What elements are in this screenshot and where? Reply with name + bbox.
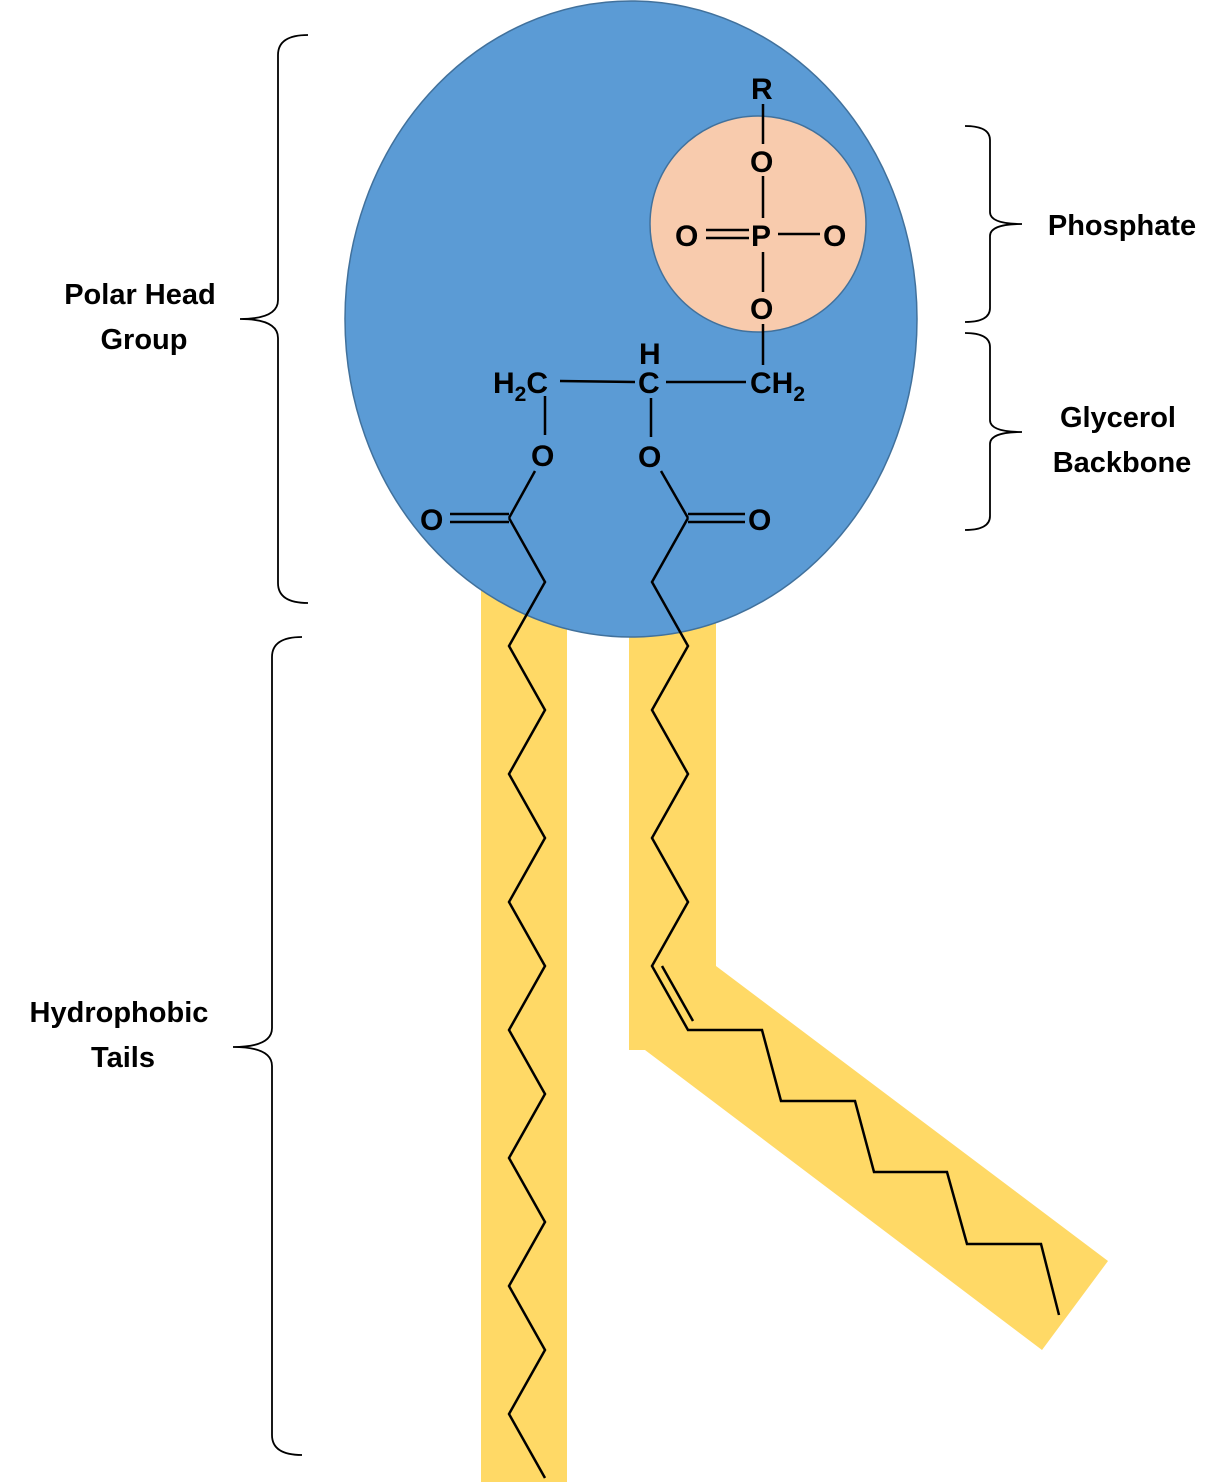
polar-head-label: Polar Head Group xyxy=(64,279,224,356)
atom-h2c: H2C xyxy=(493,367,548,406)
cis-double-bond xyxy=(660,965,695,1022)
atom-o: O xyxy=(675,220,698,253)
atom-ch2: CH2 xyxy=(750,367,805,406)
atom-o: O xyxy=(420,504,443,537)
glycerol-brace xyxy=(964,332,1023,531)
unsaturated-tail-band xyxy=(629,585,1108,1350)
atom-o: O xyxy=(638,441,661,474)
phosphate-brace xyxy=(964,125,1023,323)
atom-o: O xyxy=(750,293,773,326)
atom-o: O xyxy=(531,440,554,473)
atom-r: R xyxy=(751,73,773,106)
atom-p: P xyxy=(751,220,771,253)
hydrophobic-label: Hydrophobic Tails xyxy=(30,997,217,1074)
saturated-chain xyxy=(507,517,547,1479)
polar-head-ellipse xyxy=(344,0,918,638)
saturated-tail-band xyxy=(481,585,567,1482)
unsaturated-chain xyxy=(650,517,1061,1316)
bonds xyxy=(450,104,820,524)
phosphate-label: Phosphate xyxy=(1048,210,1196,242)
phosphate-circle xyxy=(649,115,867,333)
atom-o: O xyxy=(748,504,771,537)
glycerol-label: Glycerol Backbone xyxy=(1053,402,1192,479)
atom-o: O xyxy=(750,146,773,179)
atom-c: C xyxy=(638,367,660,400)
atom-o: O xyxy=(823,220,846,253)
atom-h: H xyxy=(639,338,661,371)
hydrophobic-brace xyxy=(232,636,303,1456)
polar-head-brace xyxy=(239,34,309,604)
